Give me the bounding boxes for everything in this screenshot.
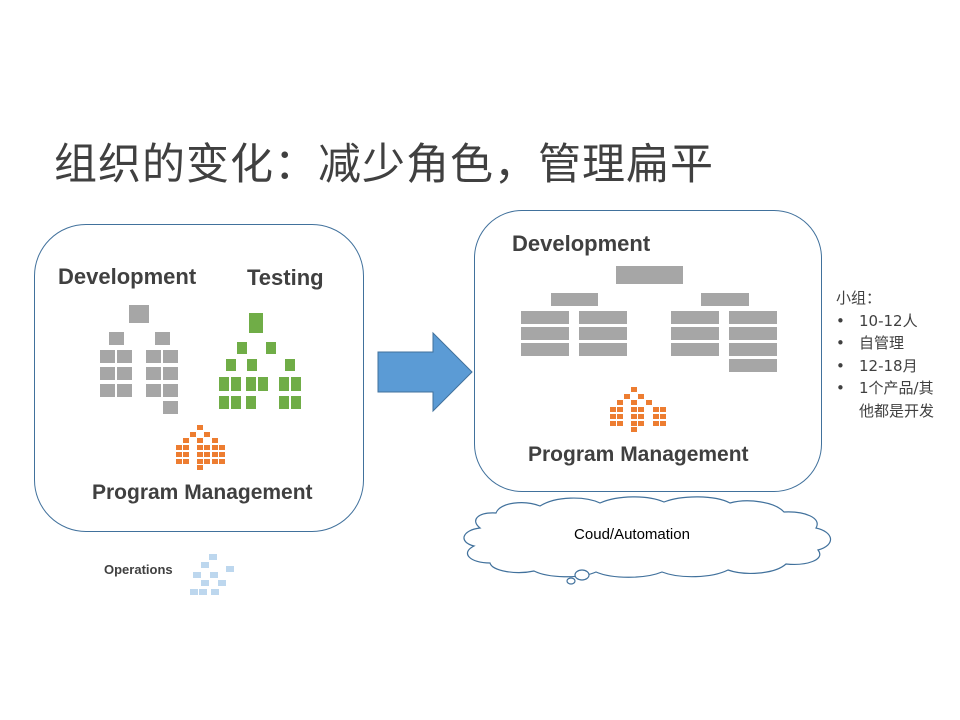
left-panel [34, 224, 364, 532]
bullet-glyph: • [836, 334, 845, 352]
team-note-duration: • 12-18月 [836, 355, 934, 378]
bullet-glyph: • [836, 356, 845, 375]
right-development-label: Development [512, 231, 651, 256]
transition-arrow [377, 331, 473, 413]
left-development-label: Development [58, 264, 197, 289]
left-program-management-label: Program Management [92, 481, 313, 504]
thought-bubble-large [574, 569, 590, 581]
thought-bubble-small [566, 577, 576, 585]
slide-title: 组织的变化：减少角色，管理扁平 [54, 140, 714, 190]
team-note-self-managed: • 自管理 [836, 332, 934, 355]
cloud-shape [463, 496, 832, 585]
team-notes: 小组： • 10-12人 • 自管理 • 12-18月 • 1个产品/其 他都是… [836, 287, 934, 422]
right-program-management-label: Program Management [528, 443, 749, 466]
left-testing-label: Testing [247, 265, 324, 290]
cloud-automation-label: Coud/Automation [574, 526, 690, 543]
team-note-roles: • 1个产品/其 他都是开发 [836, 379, 935, 420]
team-notes-heading: 小组： [836, 289, 882, 307]
bullet-glyph: • [836, 379, 845, 397]
bullet-glyph: • [836, 311, 845, 330]
team-note-size: • 10-12人 [836, 310, 934, 333]
operations-label: Operations [104, 562, 173, 577]
